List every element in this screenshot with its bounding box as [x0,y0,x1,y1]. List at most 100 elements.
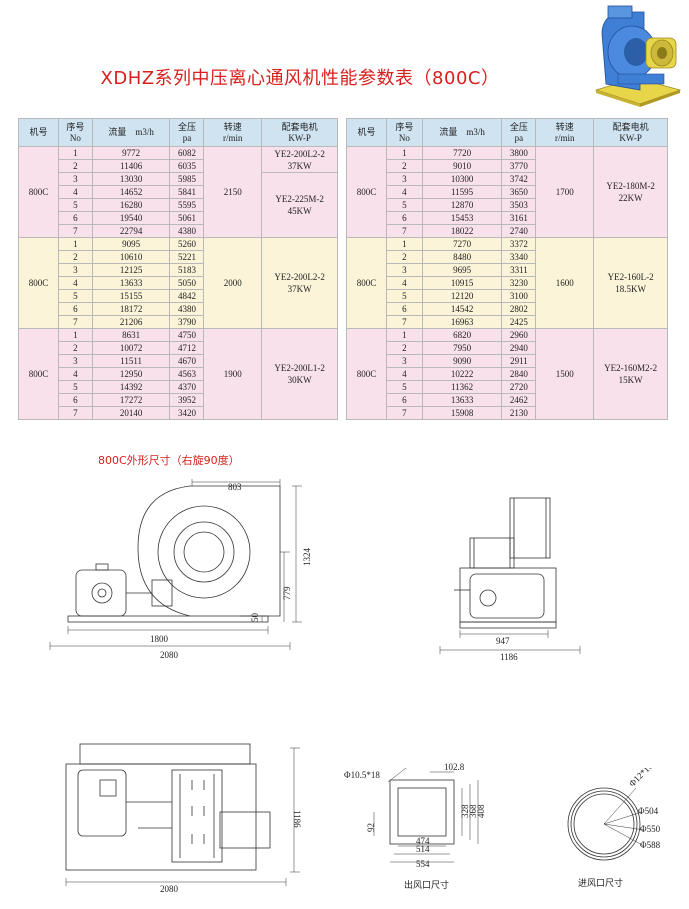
cell-pressure: 6082 [169,146,205,160]
cell-pressure: 2720 [501,380,537,394]
dim-side-h3: 50 [250,613,260,623]
cell-seq: 2 [57,250,93,264]
cell-flow: 9095 [91,237,171,251]
cell-pressure: 5841 [169,185,205,199]
cell-speed: 2150 [203,146,263,238]
cell-seq: 4 [385,367,423,381]
cell-flow: 10072 [91,341,171,355]
cell-pressure: 2740 [501,224,537,238]
cell-seq: 3 [57,172,93,186]
cell-seq: 1 [57,237,93,251]
header-model: 机号 [18,118,59,147]
cell-flow: 18172 [91,302,171,316]
dim-top-w: 2080 [160,884,179,894]
cell-seq: 2 [385,250,423,264]
dim-outlet-w1: 474 [416,836,430,846]
cell-pressure: 2940 [501,341,537,355]
cell-pressure: 3790 [169,315,205,329]
cell-flow: 16963 [421,315,503,329]
motor-spec: 18.5KW [615,284,646,294]
dim-top-h: 1186 [292,810,302,828]
motor-spec: 30KW [287,375,312,385]
cell-pressure: 4670 [169,354,205,368]
cell-pressure: 4563 [169,367,205,381]
cell-pressure: 5183 [169,263,205,277]
motor-spec: YE2-200L1-2 [274,363,325,373]
cell-seq: 4 [57,276,93,290]
cell-seq: 2 [385,341,423,355]
cell-seq: 7 [385,224,423,238]
cell-model: 800C [18,328,59,420]
cell-pressure: 3420 [169,406,205,420]
cell-model: 800C [346,237,387,329]
cell-model: 800C [346,328,387,420]
cell-seq: 7 [57,406,93,420]
cell-model: 800C [346,146,387,238]
cell-flow: 10300 [421,172,503,186]
cell-flow: 11595 [421,185,503,199]
cell-pressure: 5221 [169,250,205,264]
motor-spec: 37KW [287,284,312,294]
cell-seq: 5 [385,198,423,212]
cell-pressure: 3503 [501,198,537,212]
dim-inlet-d3: Φ588 [640,840,661,850]
cell-speed: 2000 [203,237,263,329]
cell-seq: 6 [385,393,423,407]
dim-outlet-h2: 368 [468,804,478,818]
cell-motor: YE2-200L1-2 30KW [261,328,338,420]
cell-flow: 12120 [421,289,503,303]
cell-seq: 3 [385,263,423,277]
motor-spec: 37KW [287,160,312,171]
motor-spec: YE2-160L-2 [607,272,654,282]
cell-seq: 2 [385,159,423,173]
cell-speed: 1500 [535,328,595,420]
cell-pressure: 2425 [501,315,537,329]
dim-side-h1: 1324 [302,548,312,567]
cell-flow: 15453 [421,211,503,225]
inlet-flange-drawing: Φ12*16 Φ504 Φ550 Φ588 [567,768,661,861]
cell-seq: 4 [57,367,93,381]
cell-pressure: 3340 [501,250,537,264]
cell-seq: 3 [385,172,423,186]
cell-flow: 13633 [91,276,171,290]
cell-seq: 5 [57,198,93,212]
cell-flow: 13030 [91,172,171,186]
dim-inlet-d2: Φ550 [640,824,661,834]
cell-flow: 8480 [421,250,503,264]
cell-flow: 18022 [421,224,503,238]
cell-pressure: 3100 [501,289,537,303]
cell-pressure: 3372 [501,237,537,251]
dim-inlet-hole: Φ12*16 [627,768,655,788]
cell-pressure: 4842 [169,289,205,303]
motor-spec: YE2-160M2-2 [604,363,658,373]
cell-flow: 20140 [91,406,171,420]
cell-pressure: 4380 [169,224,205,238]
cell-pressure: 2802 [501,302,537,316]
cell-pressure: 2840 [501,367,537,381]
cell-seq: 5 [385,380,423,394]
cell-model: 800C [18,237,59,329]
dim-outlet-pitch: 102.8 [444,762,465,772]
outlet-label: 出风口尺寸 [404,881,450,891]
header-flow: 流量 m3/h [421,118,503,147]
dim-front-w1: 947 [496,636,510,646]
cell-pressure: 3650 [501,185,537,199]
